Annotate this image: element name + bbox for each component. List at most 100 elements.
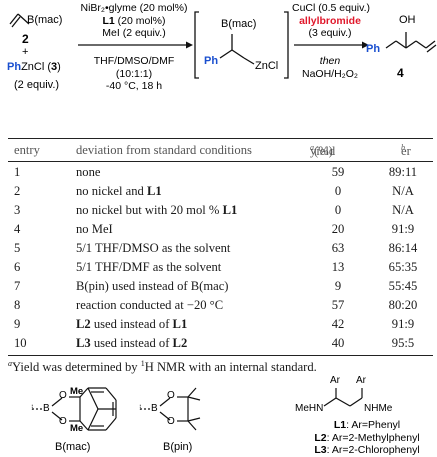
cell-er: 55:45 xyxy=(388,279,418,293)
table-top-rule xyxy=(8,138,433,139)
cell-deviation: no nickel but with 20 mol % L1 xyxy=(76,203,238,217)
cell-deviation: 5/1 THF/DMSO as the solvent xyxy=(76,241,231,255)
solvent-ratio-line: (10:1:1) xyxy=(115,67,153,80)
intermediate-ph: Ph xyxy=(204,55,219,67)
plus-sign: + xyxy=(22,46,29,58)
table-row: 7 B(pin) used instead of B(mac) 9 55:45 xyxy=(8,278,433,297)
table-row: 4 no MeI 20 91:9 xyxy=(8,221,433,240)
allyl-equiv-line: (3 equiv.) xyxy=(308,27,352,39)
bmac-caption: B(mac) xyxy=(55,441,91,453)
cell-yield: 57 xyxy=(331,298,345,312)
cell-entry: 8 xyxy=(14,298,21,312)
allylbromide-line: allylbromide xyxy=(299,14,361,27)
table-row: 2 no nickel and L1 0 N/A xyxy=(8,183,433,202)
diamine-ar-right: Ar xyxy=(356,375,366,386)
bmac-o-top: O xyxy=(59,390,67,401)
ligand-l1: L1: Ar=Phenyl xyxy=(333,419,401,431)
cell-er: 89:11 xyxy=(388,165,418,179)
cell-er: 95:5 xyxy=(391,336,415,350)
oxidation-line: NaOH/H₂O₂ xyxy=(302,67,358,80)
product-structure xyxy=(385,32,437,53)
attachment-wavy-1: ⁝ xyxy=(31,403,34,412)
cell-deviation: B(pin) used instead of B(mac) xyxy=(76,279,229,293)
cell-deviation: 5/1 THF/DMF as the solvent xyxy=(76,260,222,274)
cell-entry: 1 xyxy=(14,165,21,179)
ligand-line: L1 (20 mol%) xyxy=(102,14,166,27)
catalyst-line: NiBr₂•glyme (20 mol%) xyxy=(80,2,188,14)
table-row: 10 L3 used instead of L2 40 95:5 xyxy=(8,335,433,354)
step1-arrow xyxy=(78,41,193,49)
cell-deviation: L3 used instead of L2 xyxy=(76,336,188,350)
cell-entry: 5 xyxy=(14,241,21,255)
ligand-l2: L2: Ar=2-Methylphenyl xyxy=(314,431,420,444)
cell-deviation: none xyxy=(76,165,101,179)
cell-entry: 4 xyxy=(14,222,21,236)
cell-er: 80:20 xyxy=(388,298,418,312)
organozinc-reagent: PhZnCl (3) xyxy=(7,61,61,73)
cell-er: 91:9 xyxy=(391,317,415,331)
cell-yield: 59 xyxy=(331,165,345,179)
step2-arrow xyxy=(294,41,369,49)
cell-yield: 0 xyxy=(334,203,342,217)
intermediate-bmac: B(mac) xyxy=(221,18,257,30)
cell-deviation: L2 used instead of L1 xyxy=(76,317,188,331)
cell-yield: 40 xyxy=(331,336,345,350)
cell-entry: 6 xyxy=(14,260,21,274)
diamine-structure xyxy=(323,388,363,407)
diamine-ar-left: Ar xyxy=(330,375,340,386)
cell-entry: 10 xyxy=(14,336,27,350)
cell-er: 86:14 xyxy=(388,241,418,255)
substrate-number: 2 xyxy=(22,32,29,46)
cell-deviation: no nickel and L1 xyxy=(76,184,162,198)
cell-yield: 13 xyxy=(331,260,345,274)
intermediate-zncl: ZnCl xyxy=(255,60,279,72)
cell-entry: 3 xyxy=(14,203,21,217)
cell-er: N/A xyxy=(392,203,414,217)
cell-er: 65:35 xyxy=(388,260,418,274)
ligand-legend: L1: Ar=Phenyl L2: Ar=2-Methylphenyl L3: … xyxy=(302,419,432,457)
ligand-l3: L3: Ar=2-Chlorophenyl xyxy=(314,444,420,456)
cell-yield: 0 xyxy=(334,184,342,198)
cell-er: 91:9 xyxy=(391,222,415,236)
substrate-bmac-label: B(mac) xyxy=(27,14,63,26)
cell-deviation: no MeI xyxy=(76,222,113,236)
step1-conditions-top: NiBr₂•glyme (20 mol%) L1 (20 mol%) MeI (… xyxy=(78,2,190,40)
cell-deviation: reaction conducted at −20 °C xyxy=(76,298,224,312)
table-row: 3 no nickel but with 20 mol % L1 0 N/A xyxy=(8,202,433,221)
cell-er: N/A xyxy=(392,184,414,198)
cell-yield: 9 xyxy=(334,279,342,293)
step2-conditions-top: CuCl (0.5 equiv.) allylbromide (3 equiv.… xyxy=(292,2,371,40)
bmac-me-bottom: Me xyxy=(70,423,84,434)
bpin-o-bottom: O xyxy=(167,416,175,427)
cucl-line: CuCl (0.5 equiv.) xyxy=(292,2,371,14)
cell-entry: 7 xyxy=(14,279,21,293)
bpin-o-top: O xyxy=(167,390,175,401)
header-deviation: deviation from standard conditions xyxy=(76,143,252,157)
attachment-wavy-2: ⁝ xyxy=(139,403,142,412)
table-row: 9 L2 used instead of L1 42 91:9 xyxy=(8,316,433,335)
mei-line: MeI (2 equiv.) xyxy=(102,27,166,39)
bmac-me-top: Me xyxy=(70,386,84,397)
table-header-rule xyxy=(8,161,433,162)
cell-entry: 2 xyxy=(14,184,21,198)
cell-yield: 42 xyxy=(331,317,345,331)
product-number: 4 xyxy=(397,66,404,80)
table-row: 8 reaction conducted at −20 °C 57 80:20 xyxy=(8,297,433,316)
table-row: 5 5/1 THF/DMSO as the solvent 63 86:14 xyxy=(8,240,433,259)
diamine-nhme: NHMe xyxy=(364,403,393,414)
bmac-structure xyxy=(32,387,117,431)
cell-entry: 9 xyxy=(14,317,21,331)
step1-conditions-bottom: THF/DMSO/DMF (10:1:1) -40 °C, 18 h xyxy=(78,55,190,93)
then-line: then xyxy=(319,55,341,67)
product-ph: Ph xyxy=(366,43,381,55)
diamine-mehn: MeHN xyxy=(295,403,324,414)
reagent-equiv: (2 equiv.) xyxy=(14,79,60,91)
bpin-b-label: B xyxy=(151,403,158,414)
temp-time-line: -40 °C, 18 h xyxy=(105,80,163,92)
cell-yield: 63 xyxy=(331,241,345,255)
table-header-row: entry deviation from standard conditions… xyxy=(8,142,433,161)
cell-yield: 20 xyxy=(331,222,345,236)
table-footnote: aYield was determined by 1H NMR with an … xyxy=(8,359,317,375)
